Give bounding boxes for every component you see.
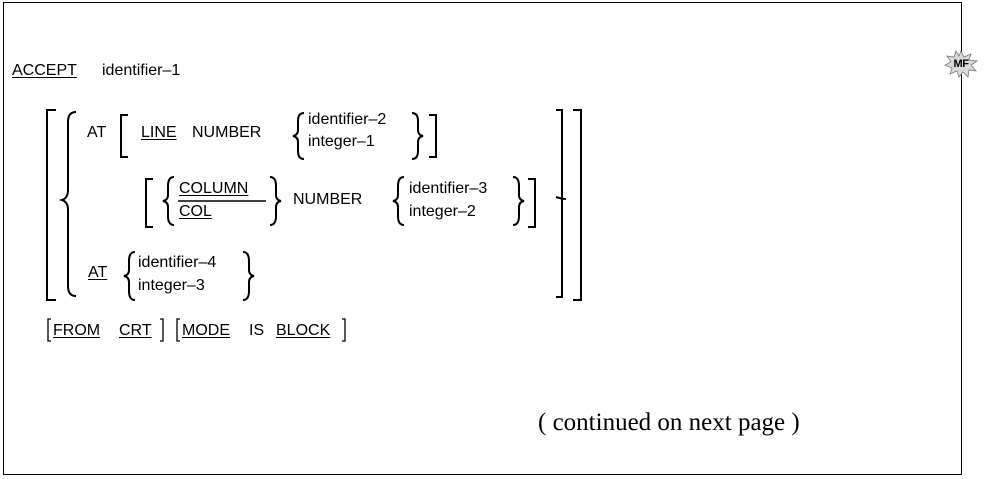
outer-left-bracket [46,109,56,301]
syntax-frame [3,2,962,475]
line2-column: COLUMN [179,180,249,197]
line1-line: LINE [141,124,177,141]
line3-left-brace [123,251,136,301]
option-block: BLOCK [276,322,331,339]
line2-left-brace [162,176,175,226]
line3-right-brace [242,251,255,301]
outer-right-bracket [573,109,582,301]
line2-open-bracket [145,178,153,228]
line1-number: NUMBER [192,124,262,141]
mf-badge-label: MF [953,58,969,70]
from-crt-open-bracket [47,318,51,342]
line2-number: NUMBER [293,191,363,208]
line1-choice-identifier-2: identifier–2 [308,111,387,128]
option-is: IS [249,322,265,339]
line2-choice-left-brace [392,176,405,226]
large-right-brace [555,196,567,200]
starburst-icon [944,50,978,78]
continued-note: ( continued on next page ) [538,409,800,436]
line1-open-bracket [120,114,128,158]
line3-choice-integer-3: integer–3 [138,277,205,294]
line2-right-brace [269,176,282,226]
large-left-brace [58,111,77,297]
option-crt: CRT [119,322,152,339]
option-from: FROM [53,322,101,339]
operand-identifier-1: identifier–1 [102,62,181,79]
line2-choice-right-brace [512,176,525,226]
line3-choice-identifier-4: identifier–4 [138,254,217,271]
inner-right-bracket [556,109,563,298]
line1-right-brace [411,112,424,160]
verb-accept: ACCEPT [12,62,77,79]
line2-close-bracket [528,178,536,228]
line1-at: AT [87,124,107,141]
from-crt-close-bracket [160,318,164,342]
mode-block-open-bracket [176,318,180,342]
line1-choice-integer-1: integer–1 [308,133,375,150]
line2-choice-integer-2: integer–2 [409,203,476,220]
line2-col: COL [179,203,212,220]
mode-block-close-bracket [342,318,346,342]
option-mode: MODE [182,322,230,339]
line1-close-bracket [429,114,437,158]
line1-left-brace [292,112,305,160]
line2-choice-identifier-3: identifier–3 [409,180,488,197]
mf-badge: MF [944,50,978,78]
line3-at: AT [88,264,108,281]
